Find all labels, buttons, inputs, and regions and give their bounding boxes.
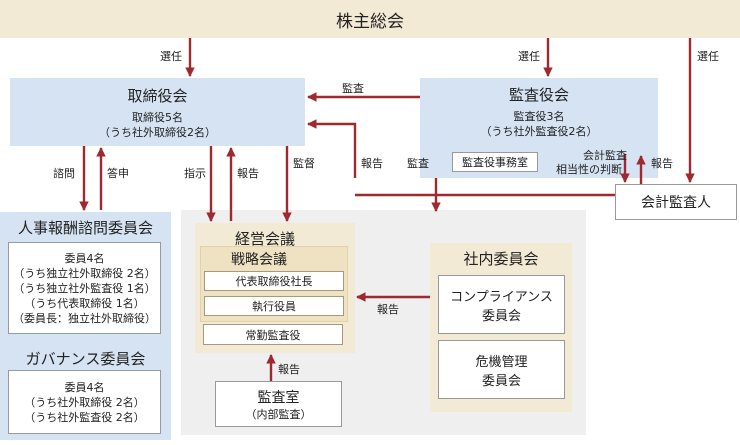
nomination-line: （うち独立社外取締役 2名） (13, 266, 156, 280)
label-elect-3: 選任 (697, 50, 719, 63)
audit-office-room-label: 監査役事務室 (462, 156, 528, 169)
board-line2: （うち社外取締役2名） (99, 125, 216, 139)
label-report-1: 報告 (237, 167, 259, 180)
label-supervise: 監督 (293, 157, 315, 170)
label-adequacy-1: 会計監査 (583, 149, 627, 162)
accounting-auditor: 会計監査人 (615, 184, 737, 220)
governance-line: （うち社外監査役 2名） (24, 410, 145, 424)
ceo-box: 代表取締役社長 (204, 271, 344, 291)
label-adequacy-2: 相当性の判断 (556, 163, 622, 176)
shareholders-title: 株主総会 (336, 11, 404, 32)
label-elect-1: 選任 (160, 50, 182, 63)
compliance-line2: 委員会 (481, 308, 521, 324)
governance-line: （うち社外取締役 2名） (24, 395, 145, 409)
internal-audit-office: 監査室 （内部監査） (215, 381, 342, 427)
management-title: 経営会議 (235, 230, 296, 248)
nomination-members: 委員4名 （うち独立社外取締役 2名） （うち独立社外監査役 1名） （うち代表… (8, 242, 161, 334)
officers-box: 執行役員 (204, 296, 344, 316)
strategy-title: 戦略会議 (231, 252, 287, 268)
accounting-auditor-title: 会計監査人 (641, 195, 711, 211)
board-line1: 取締役5名 (132, 110, 183, 124)
audit-board: 監査役会 監査役3名 （うち社外監査役2名） 監査役事務室 (420, 78, 658, 178)
audit-board-line2: （うち社外監査役2名） (480, 125, 598, 138)
label-report-2: 報告 (361, 157, 383, 170)
label-reply: 答申 (107, 167, 129, 180)
risk-committee: 危機管理 委員会 (438, 340, 565, 399)
label-report-5: 報告 (278, 363, 300, 376)
report-to-board-arrow (307, 119, 357, 178)
internal-committees: 社内委員会 コンプライアンス 委員会 危機管理 委員会 (430, 243, 572, 412)
audit-board-line1: 監査役3名 (513, 110, 565, 123)
label-audit: 監査 (342, 82, 364, 95)
internal-audit-sub: （内部監査） (245, 407, 312, 421)
audit-office-room: 監査役事務室 (452, 152, 538, 172)
standing-auditor-box: 常勤監査役 (203, 324, 343, 345)
ceo-label: 代表取締役社長 (235, 275, 313, 288)
governance-line: 委員4名 (64, 380, 105, 394)
label-elect-2: 選任 (518, 50, 540, 63)
board-of-directors: 取締役会 取締役5名 （うち社外取締役2名） (10, 78, 305, 146)
label-report-3: 報告 (651, 157, 673, 170)
shareholders-meeting: 株主総会 (0, 0, 740, 38)
nomination-line: （うち代表取締役 1名） (24, 296, 145, 310)
risk-line2: 委員会 (481, 373, 521, 389)
governance-title: ガバナンス委員会 (25, 350, 146, 368)
strategy-council: 戦略会議 代表取締役社長 執行役員 (200, 246, 348, 322)
nomination-line: （委員長：独立社外取締役） (13, 311, 156, 325)
management-council: 経営会議 戦略会議 代表取締役社長 執行役員 常勤監査役 (195, 223, 355, 353)
label-instruct: 指示 (184, 167, 206, 180)
audit-board-title: 監査役会 (508, 86, 569, 104)
label-audit-2: 監査 (407, 157, 429, 170)
compliance-line1: コンプライアンス (450, 289, 553, 305)
nomination-committee: 人事報酬諮問委員会 委員4名 （うち独立社外取締役 2名） （うち独立社外監査役… (0, 212, 171, 440)
officers-label: 執行役員 (252, 300, 296, 313)
label-consult: 諮問 (53, 167, 75, 180)
nomination-line: （うち独立社外監査役 1名） (13, 281, 156, 295)
governance-members: 委員4名 （うち社外取締役 2名） （うち社外監査役 2名） (8, 370, 161, 434)
risk-line1: 危機管理 (475, 354, 528, 370)
standing-auditor-label: 常勤監査役 (245, 328, 301, 342)
nomination-title: 人事報酬諮問委員会 (17, 219, 153, 237)
internal-committees-title: 社内委員会 (463, 250, 539, 268)
board-title: 取締役会 (127, 86, 188, 105)
internal-audit-title: 監査室 (257, 389, 300, 406)
label-report-4: 報告 (377, 303, 399, 316)
compliance-committee: コンプライアンス 委員会 (438, 275, 565, 334)
nomination-line: 委員4名 (64, 251, 105, 265)
